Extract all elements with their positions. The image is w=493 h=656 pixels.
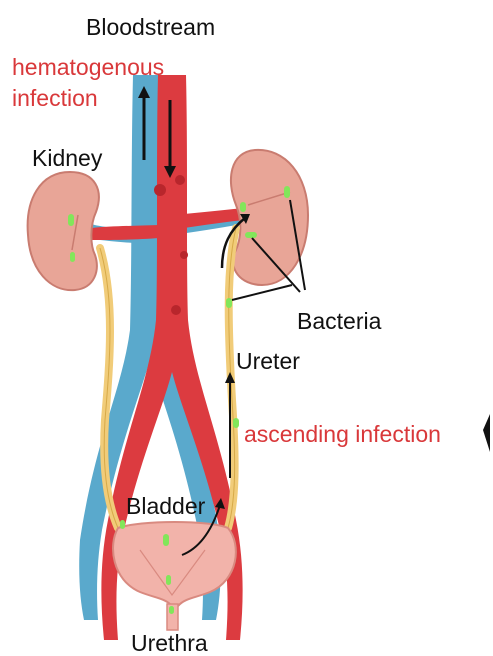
urethra xyxy=(167,604,178,630)
bacterium xyxy=(169,606,174,614)
bladder-label: Bladder xyxy=(126,495,205,518)
bacterium xyxy=(120,520,125,529)
bacterium xyxy=(166,575,171,585)
bacterium xyxy=(226,298,232,308)
bacterium xyxy=(163,534,169,546)
bacterium xyxy=(284,186,290,198)
hematogenous-label-line2: infection xyxy=(12,87,98,110)
bacterium xyxy=(70,252,75,262)
bacterium xyxy=(233,418,239,428)
bacterium xyxy=(245,232,257,238)
bacterium xyxy=(240,202,246,212)
kidney-label: Kidney xyxy=(32,147,102,170)
bacterium xyxy=(68,214,74,226)
ureter-label: Ureter xyxy=(236,350,300,373)
bloodstream-label: Bloodstream xyxy=(86,16,215,39)
bacteria-label: Bacteria xyxy=(297,310,381,333)
hematogenous-label-line1: hematogenous xyxy=(12,56,164,79)
left-kidney xyxy=(28,172,99,290)
urethra-label: Urethra xyxy=(131,632,208,655)
ascending-infection-label: ascending infection xyxy=(244,423,441,446)
